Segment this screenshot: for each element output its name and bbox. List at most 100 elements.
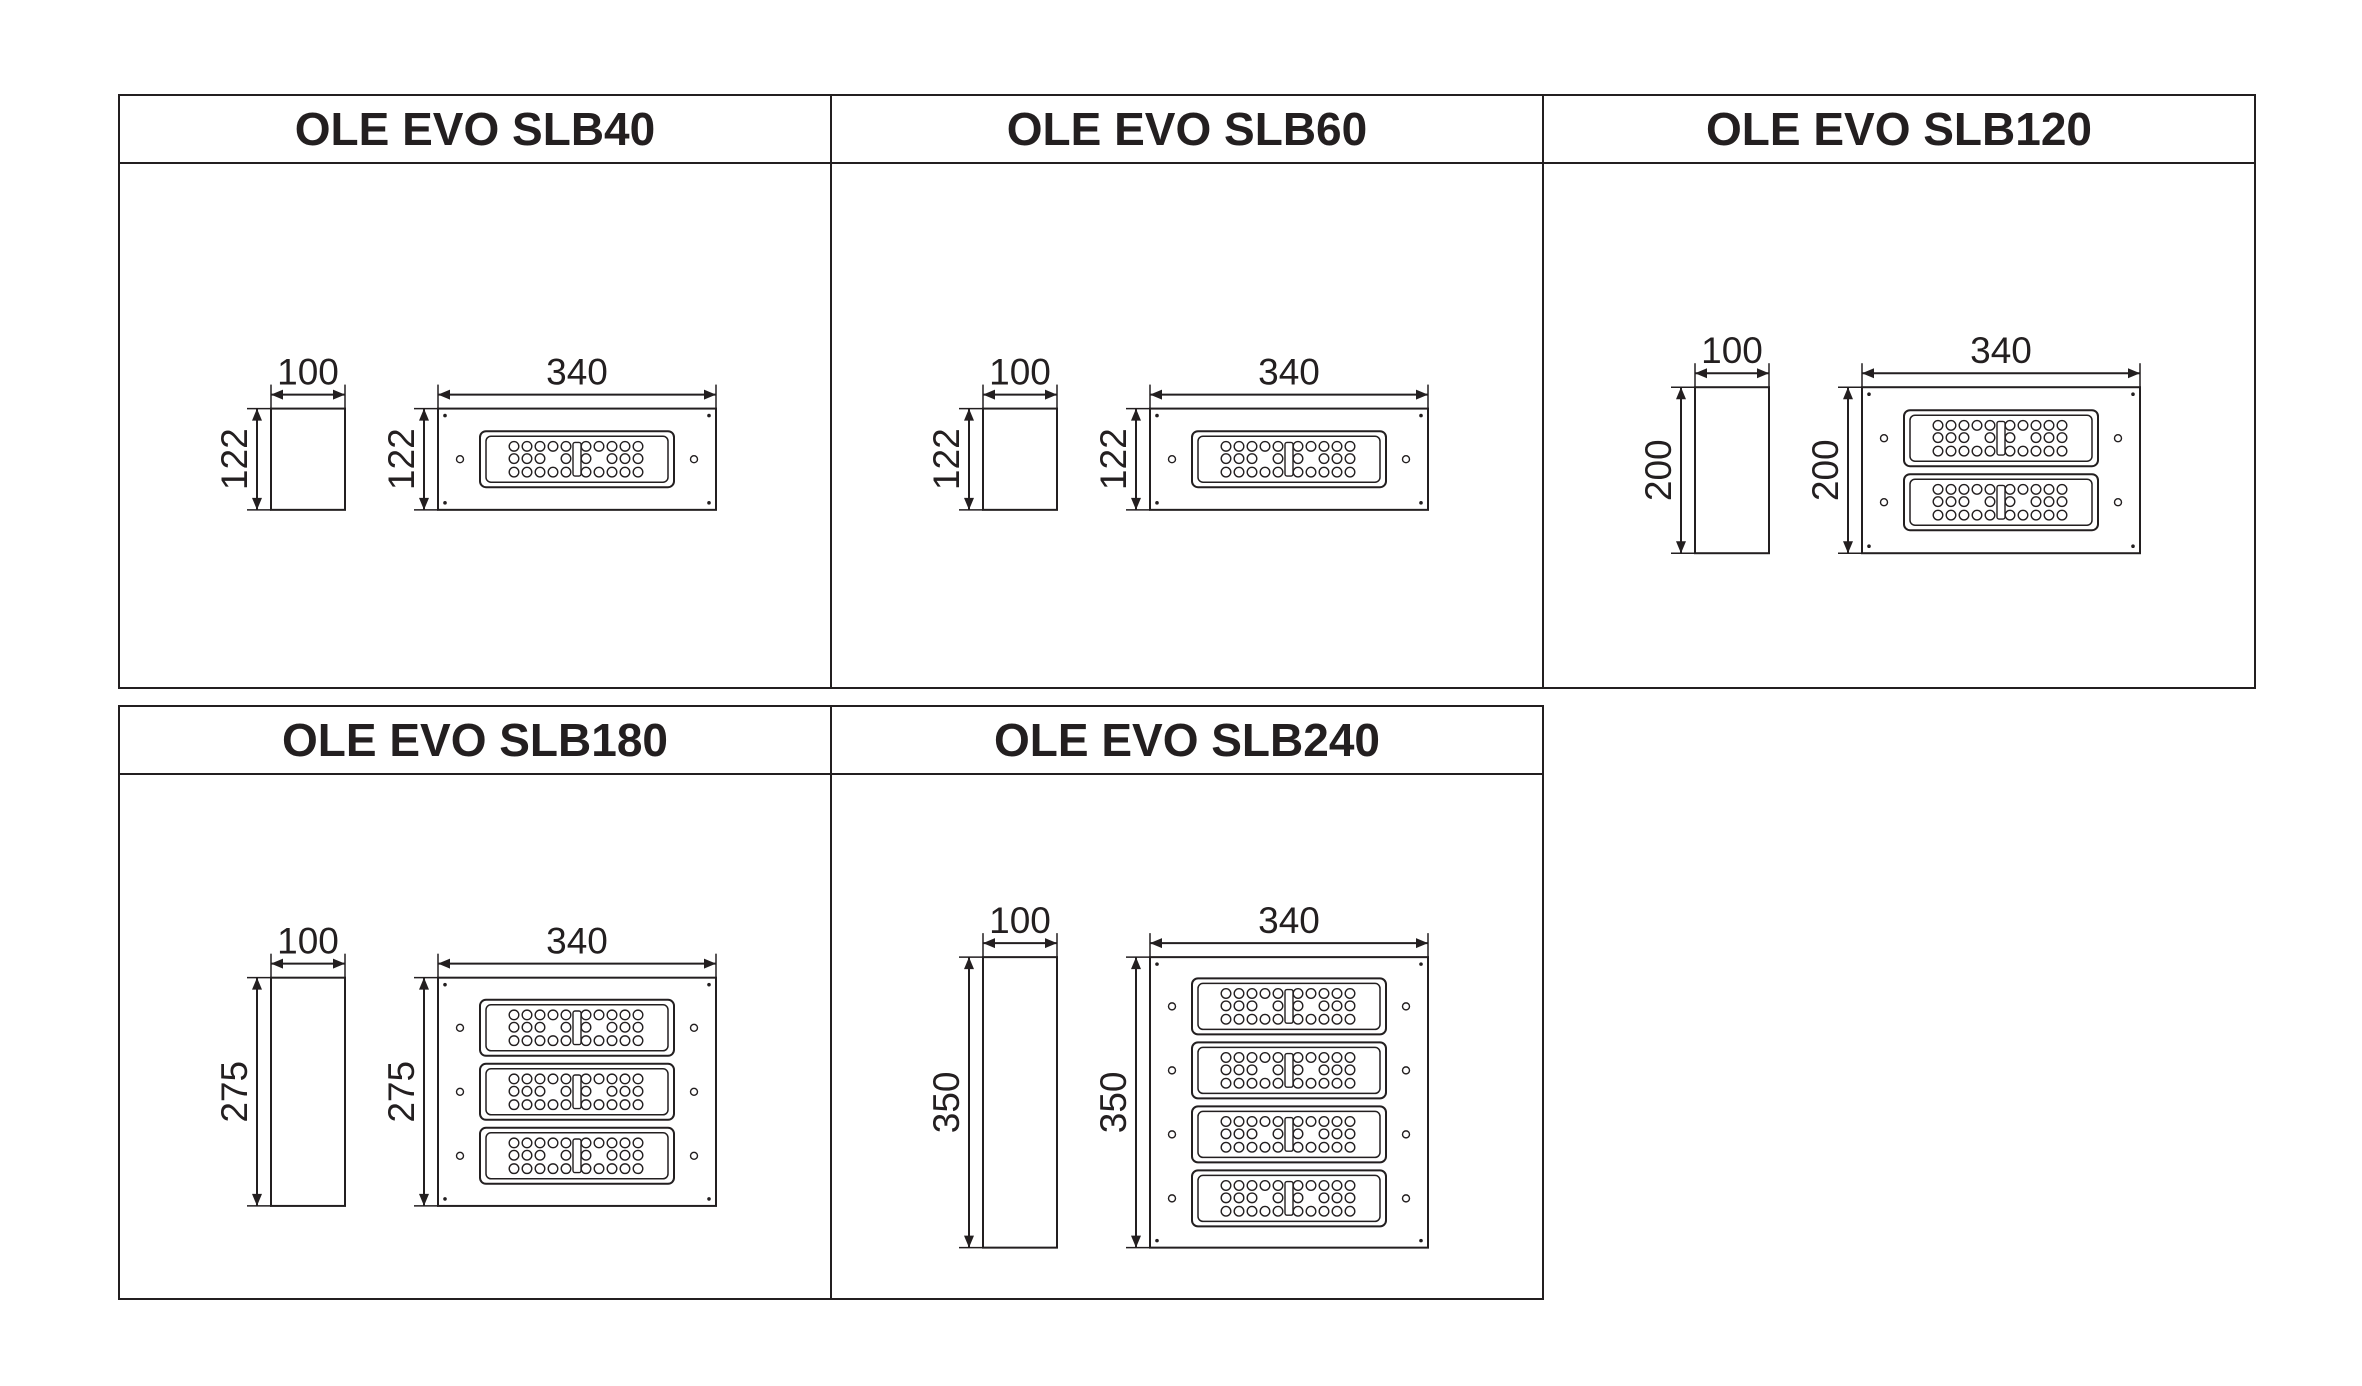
led-icon xyxy=(1331,440,1343,452)
led-icon xyxy=(1233,466,1245,478)
led-icon xyxy=(1246,1064,1258,1076)
led-icon xyxy=(1331,1064,1343,1076)
led-icon xyxy=(580,1099,592,1111)
led-module-inner xyxy=(1197,1174,1381,1223)
led-icon xyxy=(580,440,592,452)
led-icon xyxy=(560,1163,572,1175)
mounting-hole-icon xyxy=(455,1023,465,1033)
driver-connector xyxy=(1284,1116,1294,1152)
width-label: 340 xyxy=(1258,352,1320,393)
screw-icon xyxy=(1419,962,1423,966)
led-icon xyxy=(1932,509,1944,521)
mounting-hole-icon xyxy=(689,1151,699,1161)
width-label: 340 xyxy=(1970,330,2032,371)
led-icon xyxy=(1932,445,1944,457)
led-icon xyxy=(580,1009,592,1021)
led-icon xyxy=(1220,1128,1232,1140)
mounting-hole-icon xyxy=(1167,1130,1177,1139)
led-icon xyxy=(1220,1000,1232,1012)
led-icon xyxy=(1305,1141,1317,1153)
led-icon xyxy=(606,1035,618,1047)
front-plate xyxy=(437,976,717,1207)
screw-icon xyxy=(1867,392,1871,397)
arrowhead xyxy=(1131,408,1141,510)
led-icon xyxy=(1331,1052,1343,1064)
led-icon xyxy=(1246,1116,1258,1128)
mounting-hole-icon xyxy=(1167,1194,1177,1203)
product-title: OLE EVO SLB240 xyxy=(832,707,1542,775)
led-icon xyxy=(1233,1180,1245,1192)
led-icon xyxy=(1305,1180,1317,1192)
led-icon xyxy=(1220,1192,1232,1204)
led-module-inner xyxy=(1909,414,2093,462)
led-icon xyxy=(619,1149,631,1161)
mounting-hole-icon xyxy=(1401,1130,1411,1139)
led-module-inner xyxy=(485,1004,669,1052)
led-icon xyxy=(521,1009,533,1021)
led-icon xyxy=(508,453,520,465)
mounting-hole-icon xyxy=(1167,1002,1177,1011)
led-icon xyxy=(1331,988,1343,1000)
led-icon xyxy=(1292,1013,1304,1025)
led-icon xyxy=(534,1073,546,1085)
led-icon xyxy=(1958,445,1970,457)
side-view-box xyxy=(270,407,346,511)
driver-connector xyxy=(572,441,582,477)
led-icon xyxy=(534,1099,546,1111)
mounting-hole-icon xyxy=(1167,1066,1177,1075)
depth-label: 100 xyxy=(989,900,1051,941)
screw-icon xyxy=(2131,392,2135,397)
led-icon xyxy=(1272,1000,1284,1012)
led-icon xyxy=(580,466,592,478)
mounting-hole-icon xyxy=(689,455,699,464)
led-icon xyxy=(1945,483,1957,495)
mounting-hole-icon xyxy=(455,1087,465,1097)
led-icon xyxy=(1344,1192,1356,1204)
led-icon xyxy=(1331,466,1343,478)
height-label: 200 xyxy=(1805,439,1846,501)
led-icon xyxy=(508,1163,520,1175)
height-label: 122 xyxy=(214,428,255,490)
led-icon xyxy=(1246,466,1258,478)
depth-label: 100 xyxy=(1701,330,1763,371)
screw-icon xyxy=(1419,1238,1423,1243)
screw-icon xyxy=(443,1197,447,1201)
led-icon xyxy=(632,1021,644,1033)
led-icon xyxy=(580,1085,592,1097)
led-icon xyxy=(1292,1116,1304,1128)
side-view-box xyxy=(982,407,1058,511)
driver-connector xyxy=(572,1074,582,1110)
screw-icon xyxy=(707,501,711,505)
screw-icon xyxy=(707,982,711,987)
led-icon xyxy=(1958,496,1970,508)
led-icon xyxy=(547,1099,559,1111)
led-icon xyxy=(1292,1128,1304,1140)
led-icon xyxy=(1272,1116,1284,1128)
led-icon xyxy=(2030,496,2042,508)
led-icon xyxy=(580,1163,592,1175)
led-icon xyxy=(606,440,618,452)
led-icon xyxy=(508,466,520,478)
led-icon xyxy=(1305,440,1317,452)
led-icon xyxy=(1292,440,1304,452)
led-icon xyxy=(1292,1192,1304,1204)
led-module-inner xyxy=(1197,982,1381,1031)
led-icon xyxy=(606,453,618,465)
product-title: OLE EVO SLB60 xyxy=(832,96,1542,164)
height-label: 200 xyxy=(1638,439,1679,501)
front-plate xyxy=(1149,407,1429,511)
led-icon xyxy=(1971,509,1983,521)
led-icon xyxy=(521,1163,533,1175)
led-icon xyxy=(1272,1052,1284,1064)
led-icon xyxy=(632,1035,644,1047)
front-plate xyxy=(437,407,717,511)
led-icon xyxy=(1220,1180,1232,1192)
led-icon xyxy=(1272,1141,1284,1153)
led-icon xyxy=(1331,453,1343,465)
led-icon xyxy=(1331,1116,1343,1128)
driver-connector xyxy=(1284,1180,1294,1216)
led-icon xyxy=(534,1085,546,1097)
led-icon xyxy=(1344,1077,1356,1089)
led-icon xyxy=(1971,419,1983,431)
